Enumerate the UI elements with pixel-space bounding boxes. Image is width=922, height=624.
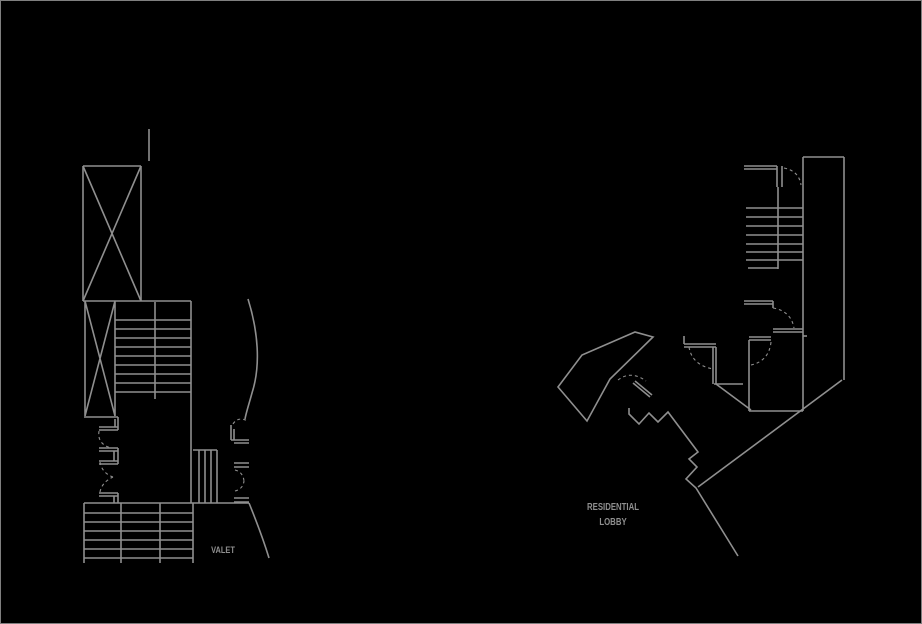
wall-line — [84, 300, 116, 417]
wall-line — [99, 447, 119, 465]
residential-lobby-label-line2: LOBBY — [599, 517, 627, 528]
door-swing-arc — [98, 430, 112, 449]
wall-line — [776, 166, 783, 187]
wall-line — [99, 492, 119, 503]
wall-line — [683, 336, 743, 385]
valet-room-label: VALET — [211, 545, 235, 556]
wall-line — [697, 379, 843, 488]
door-swing-arc — [688, 346, 714, 370]
door-swing-arc — [234, 469, 245, 492]
door-swing-arc — [783, 167, 802, 186]
wall-line — [746, 207, 803, 269]
wall-line — [748, 336, 803, 412]
wall-line — [244, 298, 259, 420]
wall-line — [230, 425, 249, 444]
wall-line — [83, 503, 194, 563]
wall-line — [632, 380, 653, 398]
wall-line — [84, 502, 249, 559]
wall-line — [234, 462, 249, 468]
door-swing-arc — [99, 461, 114, 493]
residential-lobby-label: RESIDENTIAL LOBBY — [577, 500, 649, 530]
wall-line — [556, 331, 655, 423]
wall-line — [628, 408, 739, 557]
wall-line — [193, 449, 218, 503]
right-plan-lobby — [556, 156, 845, 557]
door-swing-arc — [232, 418, 249, 425]
wall-line — [234, 497, 249, 503]
door-swing-arc — [772, 307, 795, 329]
residential-lobby-label-line1: RESIDENTIAL — [586, 502, 639, 513]
wall-line — [773, 328, 803, 333]
wall-line — [715, 383, 752, 411]
wall-line — [248, 502, 270, 559]
door-swing-arc — [617, 374, 647, 382]
wall-line — [744, 165, 777, 170]
door-swing-arc — [750, 341, 772, 366]
wall-line — [115, 319, 191, 393]
wall-line — [82, 165, 142, 301]
wall-line — [82, 165, 142, 302]
left-plan-garage — [82, 129, 270, 563]
wall-line — [744, 300, 774, 308]
wall-line — [99, 417, 119, 431]
wall-line — [802, 156, 845, 411]
